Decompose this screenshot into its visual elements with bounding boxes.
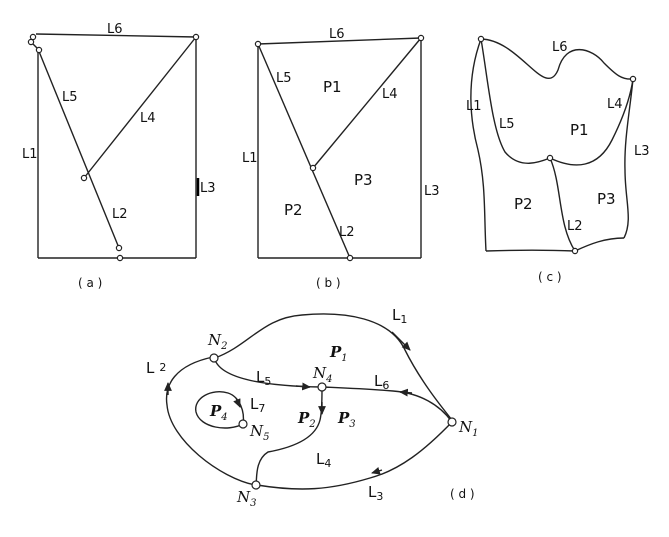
edge-l4 (83, 36, 197, 179)
edge-l3 (256, 421, 453, 490)
label-l5: L5 (256, 368, 271, 388)
label-p3: P3 (337, 409, 356, 430)
label-l2: L2 (112, 207, 128, 222)
vertex (546, 154, 554, 162)
vertex (35, 46, 43, 54)
label-l3: L3 (424, 184, 440, 199)
label-l1: L1 (22, 147, 38, 162)
caption-b: ( b ) (316, 276, 341, 290)
label-l5: L5 (276, 71, 292, 86)
edge-l6 (35, 33, 197, 38)
label-l1: L1 (466, 99, 482, 114)
vertex (116, 254, 124, 262)
label-l6: L6 (552, 40, 568, 55)
label-p4: P4 (209, 402, 228, 423)
node-n2 (209, 353, 219, 363)
label-l2: L2 (567, 219, 583, 234)
edge-l2 (165, 356, 256, 486)
label-n4: N4 (312, 364, 333, 385)
label-l1: L1 (242, 151, 258, 166)
vertex (346, 254, 354, 262)
arrow-l5 (295, 382, 311, 391)
label-l4: L4 (140, 111, 156, 126)
polygon-p1: P1 (323, 78, 342, 96)
vertex (254, 40, 262, 48)
vertex (477, 35, 485, 43)
node-n4 (317, 382, 327, 392)
edge-l3 (623, 78, 634, 239)
edge-l5 (480, 38, 551, 164)
edge-l6 (322, 386, 453, 423)
edge-l2 (549, 157, 576, 252)
polygon-p2: P2 (284, 201, 303, 219)
node-n3 (251, 480, 261, 490)
label-n1: N1 (458, 418, 479, 439)
label-l6: L6 (374, 372, 389, 392)
edge-l1 (214, 313, 453, 421)
label-l6: L6 (329, 27, 345, 42)
edge-l5-l2 (37, 48, 120, 249)
label-l3: L3 (368, 483, 383, 503)
edge-bottom-right (574, 237, 625, 252)
label-l5: L5 (62, 90, 78, 105)
vertex (417, 34, 425, 42)
edge-l1 (470, 38, 487, 252)
edge-l6 (480, 38, 634, 80)
polygon-p2: P2 (514, 195, 533, 213)
vertex (309, 164, 317, 172)
caption-a: ( a ) (78, 276, 102, 290)
edge-l4 (549, 78, 634, 166)
node-n1 (447, 417, 457, 427)
edge-l6 (257, 37, 422, 45)
panel-b: L6 L5 L4 L1 L2 L3 P1 P2 P3 ( b ) (242, 27, 440, 290)
label-l4: L4 (607, 97, 623, 112)
label-l5: L5 (499, 117, 515, 132)
label-l4: L4 (382, 87, 398, 102)
label-p2: P2 (297, 409, 316, 430)
polygon-p3: P3 (354, 171, 373, 189)
label-n2: N2 (207, 331, 228, 352)
vertex (192, 33, 200, 41)
label-l6: L6 (107, 22, 123, 37)
arrow-l6 (399, 388, 413, 397)
edge-l5-l2 (257, 43, 351, 259)
label-p1: P1 (329, 343, 348, 364)
label-l3: L3 (634, 144, 650, 159)
caption-c: ( c ) (538, 270, 562, 284)
label-l2: L2 (339, 225, 355, 240)
panel-a: L6 L5 L4 L1 L2 L3 ( a ) (22, 22, 216, 290)
panel-c: L6 L5 L4 L1 L2 L3 P1 P2 P3 ( c ) (466, 35, 650, 284)
caption-d: ( d ) (450, 487, 475, 501)
label-n3: N3 (236, 488, 257, 509)
vertex (629, 75, 637, 83)
label-l3: L3 (200, 181, 216, 196)
vertex (80, 174, 88, 182)
vertex (115, 244, 123, 252)
polygon-p3: P3 (597, 190, 616, 208)
arrow-l3 (371, 466, 383, 475)
edge-bottom-left (485, 249, 576, 252)
vertex (27, 38, 35, 46)
arrow-l1 (391, 331, 411, 351)
vertex (571, 247, 579, 255)
label-l7: L7 (250, 395, 265, 415)
label-n5: N5 (249, 422, 270, 443)
edge-l4 (312, 37, 422, 169)
node-n5 (238, 419, 248, 429)
label-l4: L4 (316, 450, 331, 470)
arrow-l7 (233, 397, 241, 408)
polygon-p1: P1 (570, 121, 589, 139)
edge-l7 (195, 391, 245, 429)
label-l1: L1 (392, 306, 407, 326)
